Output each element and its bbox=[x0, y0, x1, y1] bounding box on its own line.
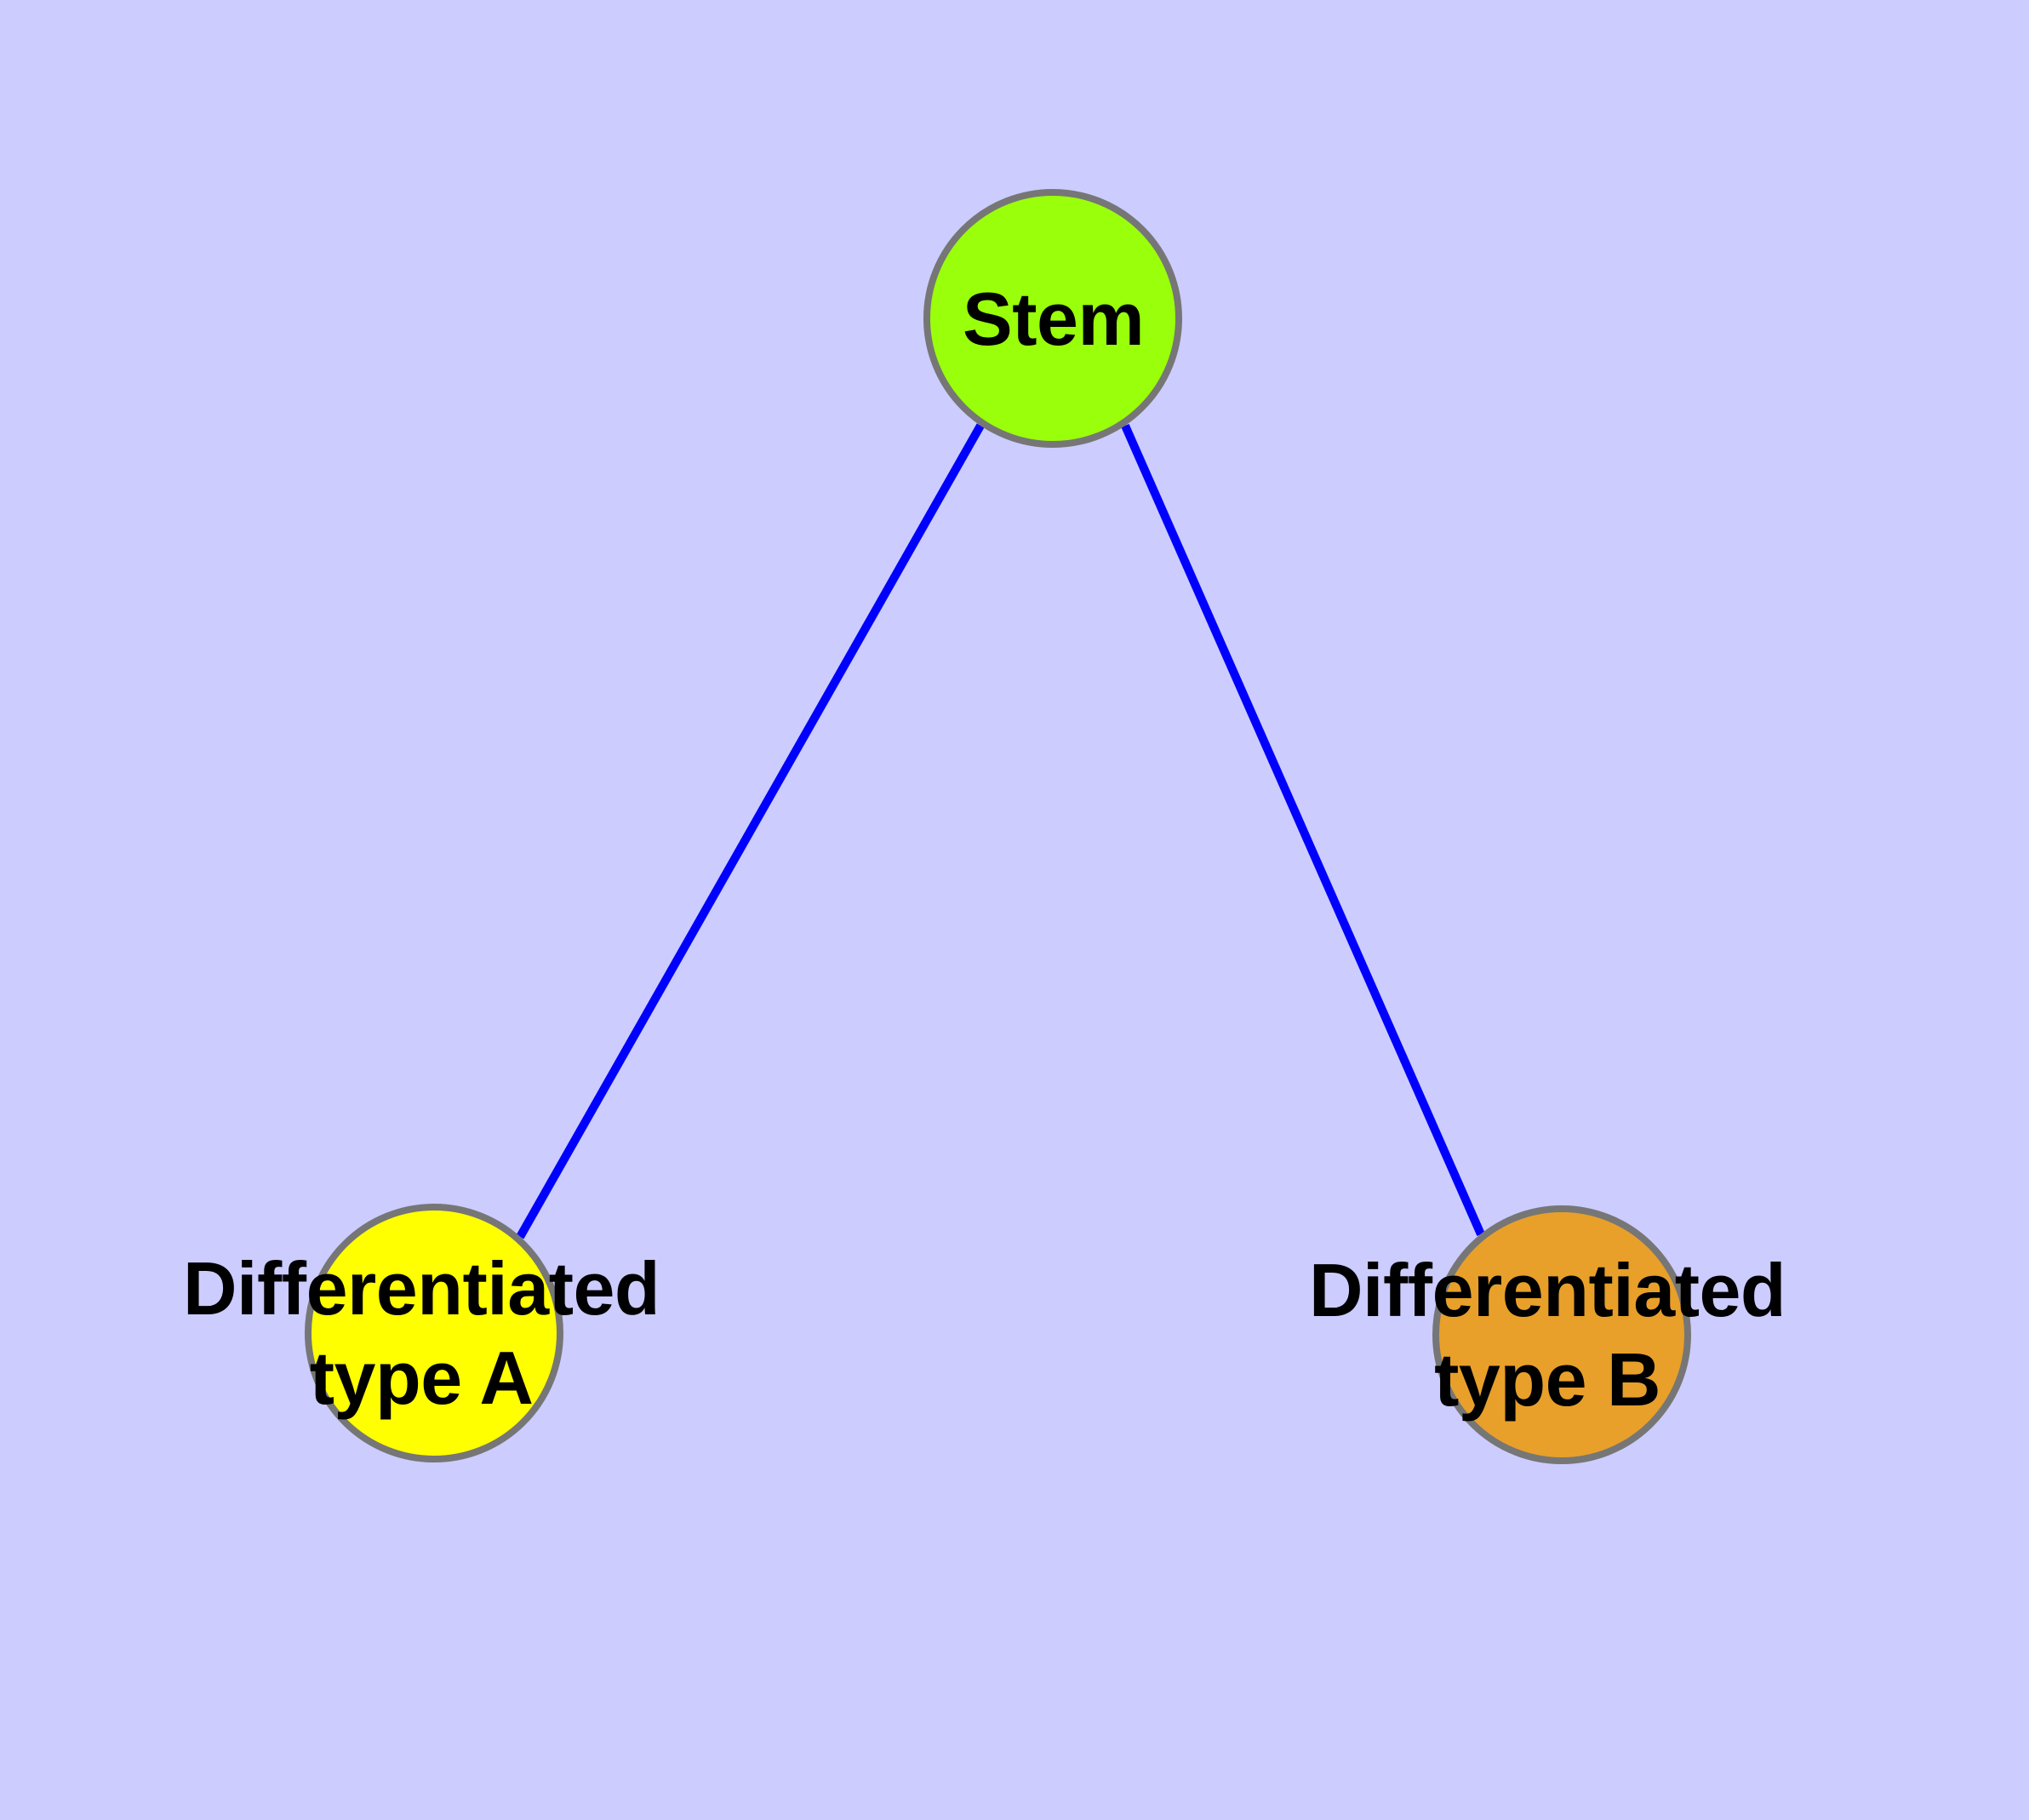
node-differentiated-type-a[interactable] bbox=[305, 1204, 563, 1462]
node-label-line: type A bbox=[309, 1336, 534, 1420]
edge-stem-to-differentiated-type-a bbox=[516, 423, 985, 1239]
node-label-line: Differentiated bbox=[183, 1246, 660, 1331]
node-label-stem: Stem bbox=[963, 274, 1145, 363]
node-differentiated-type-b[interactable] bbox=[1432, 1205, 1691, 1464]
node-stem[interactable] bbox=[923, 189, 1182, 448]
node-label-line: type B bbox=[1434, 1337, 1661, 1422]
node-label-line: Differentiated bbox=[1309, 1248, 1786, 1332]
edge-stem-to-differentiated-type-b bbox=[1121, 423, 1485, 1237]
node-label-line: Stem bbox=[963, 277, 1145, 361]
